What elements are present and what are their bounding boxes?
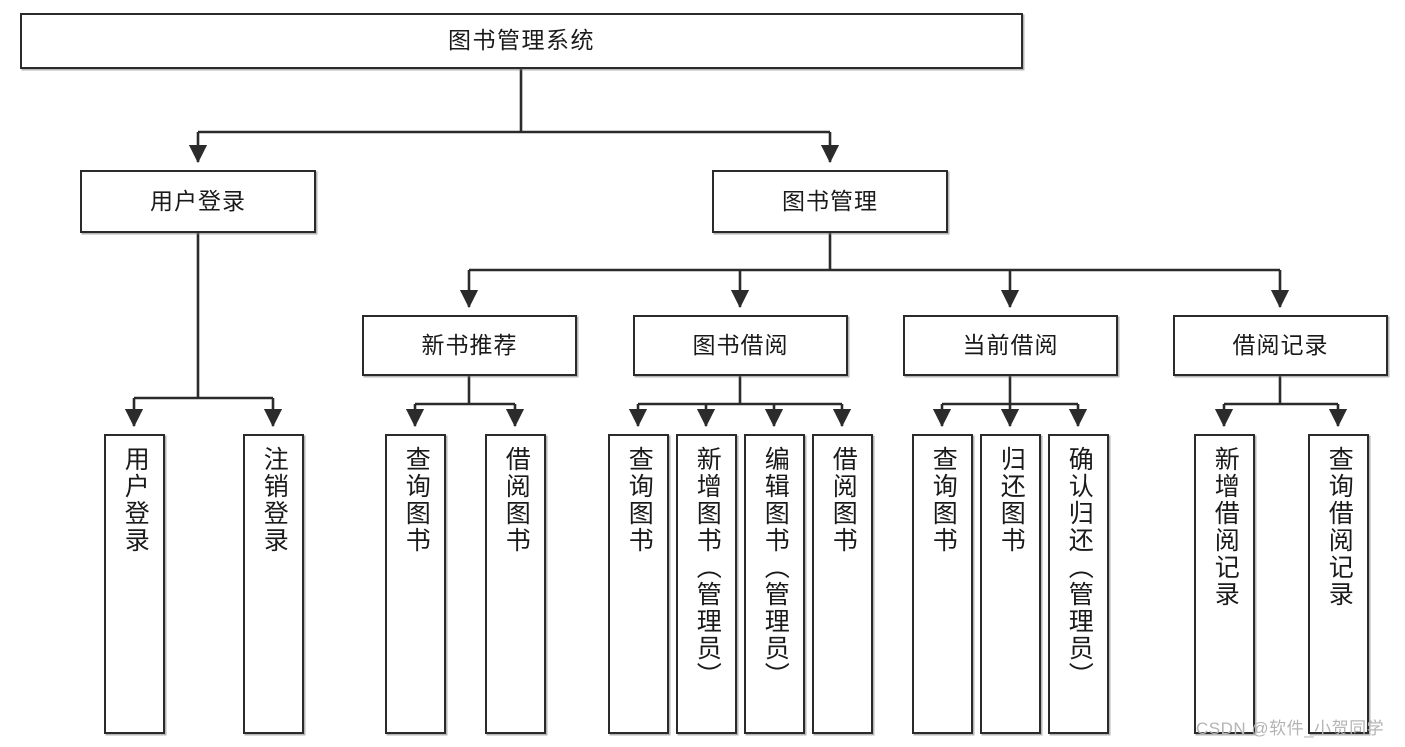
- node-leaf-add-record[interactable]: 新增借阅记录: [1194, 434, 1255, 734]
- node-user-login-label: 用户登录: [150, 187, 246, 214]
- node-leaf-add-record-label: 新增借阅记录: [1211, 446, 1240, 608]
- node-leaf-query-book-2-label: 查询图书: [625, 446, 654, 554]
- node-current-borrow-label: 当前借阅: [962, 331, 1059, 358]
- node-leaf-confirm-return-label: 确认归还（管理员）: [1065, 446, 1094, 689]
- node-root-label: 图书管理系统: [448, 27, 595, 54]
- node-leaf-add-book-label: 新增图书（管理员）: [693, 446, 722, 689]
- node-borrow-record-label: 借阅记录: [1232, 331, 1329, 358]
- node-leaf-borrow-book-2-label: 借阅图书: [829, 446, 858, 554]
- node-leaf-query-book-1[interactable]: 查询图书: [385, 434, 446, 734]
- node-new-book-rec[interactable]: 新书推荐: [362, 315, 577, 376]
- node-leaf-borrow-book-2[interactable]: 借阅图书: [812, 434, 873, 734]
- csdn-watermark: CSDN @软件_小贺同学: [1196, 719, 1385, 738]
- node-leaf-logout-label: 注销登录: [260, 446, 289, 554]
- node-leaf-edit-book[interactable]: 编辑图书（管理员）: [744, 434, 805, 734]
- node-leaf-user-login-label: 用户登录: [121, 446, 150, 554]
- node-leaf-query-book-3[interactable]: 查询图书: [912, 434, 973, 734]
- node-current-borrow[interactable]: 当前借阅: [903, 315, 1118, 376]
- node-leaf-borrow-book-1-label: 借阅图书: [502, 446, 531, 554]
- node-root[interactable]: 图书管理系统: [20, 13, 1023, 69]
- node-leaf-edit-book-label: 编辑图书（管理员）: [761, 446, 790, 689]
- node-book-borrow-label: 图书借阅: [692, 331, 789, 358]
- node-borrow-record[interactable]: 借阅记录: [1173, 315, 1388, 376]
- node-leaf-query-book-3-label: 查询图书: [929, 446, 958, 554]
- node-leaf-return-book[interactable]: 归还图书: [980, 434, 1041, 734]
- node-leaf-return-book-label: 归还图书: [997, 446, 1026, 554]
- node-book-manage[interactable]: 图书管理: [712, 170, 948, 233]
- node-leaf-query-book-1-label: 查询图书: [402, 446, 431, 554]
- node-leaf-borrow-book-1[interactable]: 借阅图书: [485, 434, 546, 734]
- node-leaf-query-record[interactable]: 查询借阅记录: [1308, 434, 1369, 734]
- node-leaf-query-record-label: 查询借阅记录: [1325, 446, 1354, 608]
- node-leaf-query-book-2[interactable]: 查询图书: [608, 434, 669, 734]
- node-user-login[interactable]: 用户登录: [80, 170, 316, 233]
- node-leaf-user-login[interactable]: 用户登录: [104, 434, 165, 734]
- node-leaf-confirm-return[interactable]: 确认归还（管理员）: [1048, 434, 1109, 734]
- node-leaf-add-book[interactable]: 新增图书（管理员）: [676, 434, 737, 734]
- node-book-borrow[interactable]: 图书借阅: [633, 315, 848, 376]
- node-new-book-rec-label: 新书推荐: [421, 331, 518, 358]
- node-leaf-logout[interactable]: 注销登录: [243, 434, 304, 734]
- node-book-manage-label: 图书管理: [782, 187, 878, 214]
